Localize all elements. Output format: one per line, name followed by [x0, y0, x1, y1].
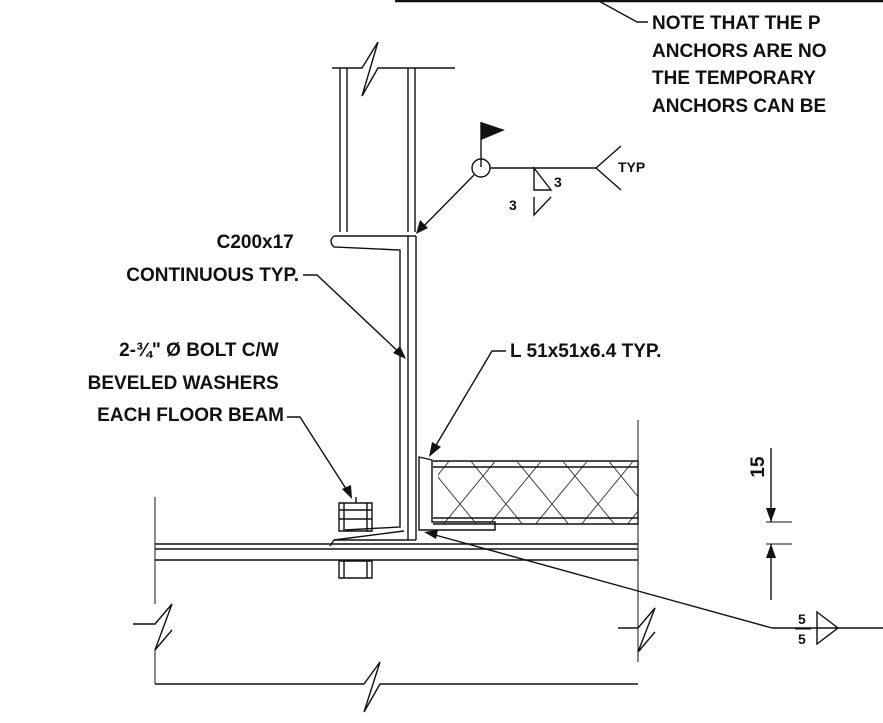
- bolt-leader: [287, 416, 351, 496]
- top-weld-arrowhead-icon: [416, 220, 428, 234]
- top-weld-size-b: 3: [509, 197, 517, 213]
- bottom-weld-symbol: [424, 530, 883, 646]
- svg-text:2-¾" Ø BOLT C/W BEVELED WA: 2-¾" Ø BOLT C/W BEVELED WASHERS EACH FLO…: [88, 340, 284, 426]
- angle-label: L 51x51x6.4 TYP.: [510, 341, 661, 362]
- bolt-label-line-2: BEVELED WASHERS: [88, 373, 279, 394]
- note-leader: [596, 0, 648, 23]
- upper-break-line: [332, 41, 455, 97]
- angle-arrowhead-icon: [429, 442, 441, 457]
- top-weld-arrow-leader: [417, 174, 475, 233]
- insulated-panel: [433, 460, 639, 525]
- channel-arrowhead-icon: [393, 346, 406, 359]
- bolt-assembly: [329, 497, 405, 579]
- top-weld-tail: TYP: [618, 159, 645, 175]
- note-line-4: ANCHORS CAN BE: [652, 96, 826, 117]
- floor-beam: [133, 420, 656, 713]
- note-line-3: THE TEMPORARY: [652, 68, 816, 89]
- field-weld-flag-icon: [481, 122, 505, 140]
- svg-text:NOTE THAT THE P ANCHORS AR: NOTE THAT THE P ANCHORS ARE NO THE TEMPO…: [652, 13, 832, 117]
- dimension-value: 15: [748, 456, 769, 478]
- channel-label-line-1: C200x17: [217, 232, 294, 253]
- bolt-arrowhead-icon: [342, 485, 352, 499]
- bottom-weld-arrow-leader: [427, 532, 773, 629]
- bottom-weld-arrowhead-icon: [424, 530, 438, 539]
- top-weld-symbol: [416, 122, 622, 234]
- bottom-weld-size-a: 5: [798, 611, 806, 627]
- note-line-2: ANCHORS ARE NO: [652, 41, 827, 62]
- angle-leader: [431, 350, 506, 453]
- bolt-label-line-1: 2-¾" Ø BOLT C/W: [119, 340, 279, 361]
- bolt-label-line-3: EACH FLOOR BEAM: [97, 405, 284, 426]
- dimension-15: [766, 448, 792, 600]
- svg-text:C200x17 CONTINUOUS TYP.: C200x17 CONTINUOUS TYP.: [126, 232, 299, 286]
- channel-label-line-2: CONTINUOUS TYP.: [126, 265, 299, 286]
- channel-leader: [303, 274, 405, 358]
- upper-column: [339, 68, 416, 232]
- top-weld-size-a: 3: [554, 174, 562, 190]
- bottom-weld-size-b: 5: [798, 631, 806, 647]
- channel-section: [330, 235, 417, 541]
- note-line-1: NOTE THAT THE P: [652, 13, 821, 34]
